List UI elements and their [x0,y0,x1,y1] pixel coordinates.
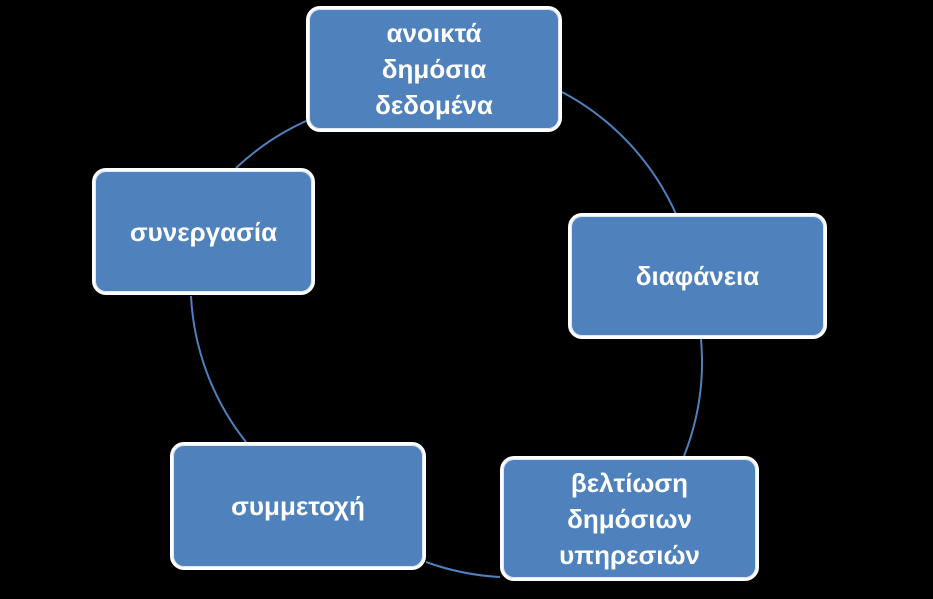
connector-transparency-to-services [683,338,703,457]
node-transparency: διαφάνεια [568,213,827,339]
node-open-data-line-2: δημόσια [381,54,487,84]
connector-collaboration-to-open-data [235,120,307,169]
node-open-data-line-1: ανοικτά [386,18,482,48]
node-participation: συμμετοχή [170,442,426,570]
node-services-line-3: υπηρεσιών [559,539,700,570]
node-collaboration-label: συνεργασία [129,216,278,247]
node-services-line-2: δημόσιων [567,503,692,534]
node-open-data: ανοικτά δημόσια δεδομένα [306,6,562,132]
node-collaboration: συνεργασία [92,168,315,295]
node-participation-label: συμμετοχή [231,491,365,521]
node-open-data-line-3: δεδομένα [375,90,493,120]
connector-open-data-to-transparency [561,91,677,215]
connector-participation-to-collaboration [190,295,247,443]
node-transparency-label: διαφάνεια [635,261,760,291]
connector-services-to-participation [425,561,501,578]
node-services: βελτίωση δημόσιων υπηρεσιών [500,456,759,581]
node-services-line-1: βελτίωση [570,467,689,498]
